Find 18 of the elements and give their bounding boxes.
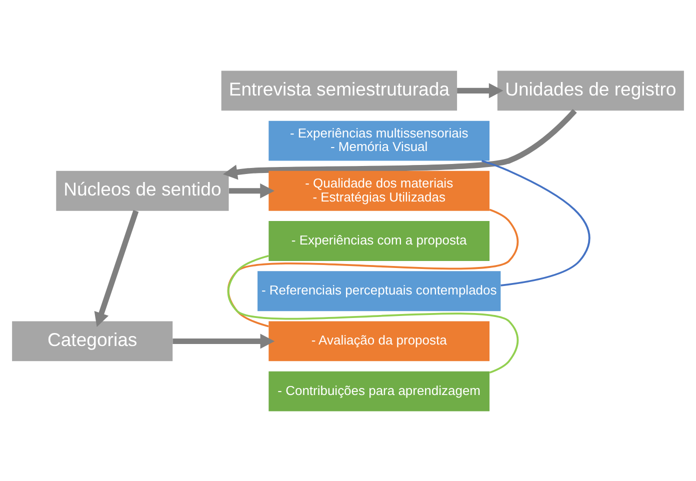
connector <box>481 159 590 286</box>
connector <box>227 254 519 374</box>
node-box: Entrevista semiestruturada <box>221 70 458 110</box>
connector <box>227 208 519 327</box>
arrow <box>94 210 139 326</box>
arrow <box>228 182 274 198</box>
arrow <box>172 333 275 348</box>
node-box: - Referenciais perceptuais contemplados <box>258 270 501 311</box>
node-box: Núcleos de sentido <box>56 170 229 210</box>
node-box: Unidades de registro <box>497 70 684 110</box>
node-box: - Experiências com a proposta <box>268 220 490 260</box>
node-box: Categorias <box>12 320 173 361</box>
arrow <box>222 108 577 180</box>
arrow <box>457 82 504 98</box>
node-box: - Contribuições para aprendizagem <box>268 370 490 411</box>
node-box: - Qualidade dos materiais - Estratégias Utilizadas <box>268 170 490 210</box>
node-box: - Experiências multissensoriais - Memória Visual <box>268 120 490 160</box>
node-box: - Avaliação da proposta <box>268 320 490 361</box>
